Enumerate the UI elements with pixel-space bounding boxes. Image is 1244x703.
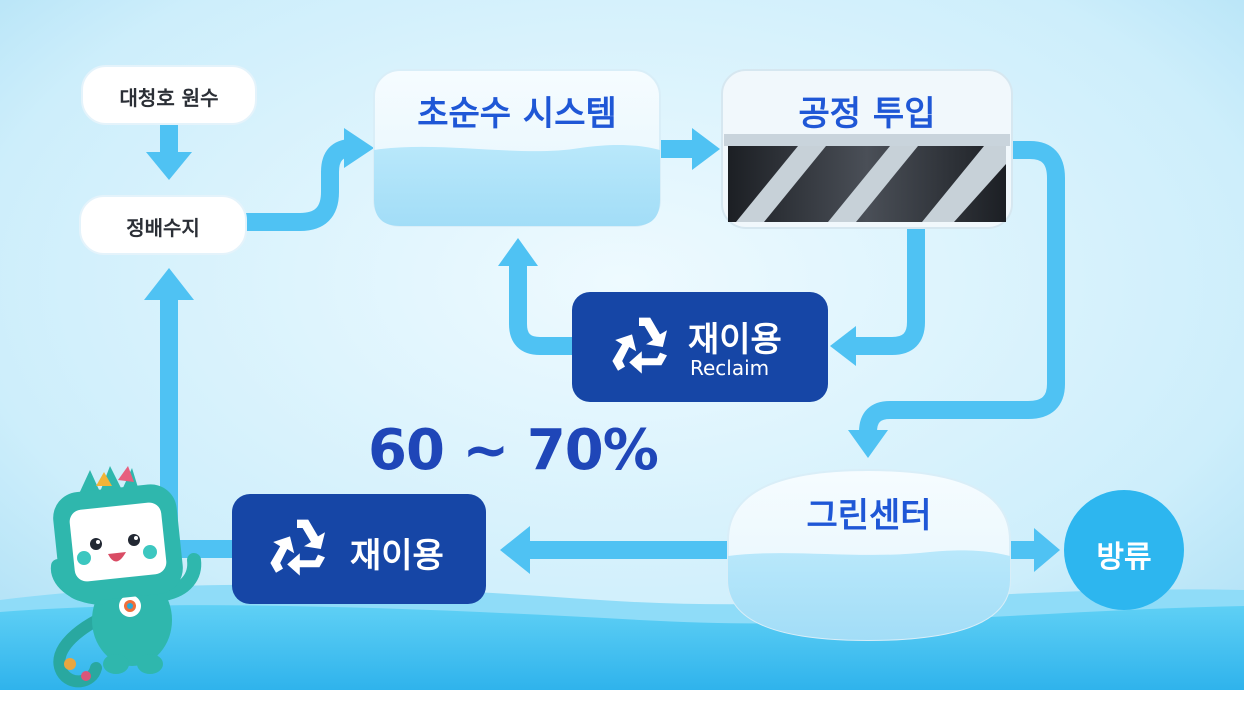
ultrapure-system-label: 초순수 시스템 [417,94,617,134]
arrow-reservoir-to-ultrapure [246,139,353,231]
arrow-reclaim-to-ultrapure [509,262,572,355]
greencenter-tank [727,468,1011,642]
greencenter-label: 그린센터 [806,496,932,536]
arrow-process-to-reclaim-head [830,326,856,366]
reuse-bottom-label: 재이용 [350,536,444,576]
reclaim-box [572,292,828,402]
arrow-ultrapure-to-process-shaft [660,140,698,158]
arrow-raw-to-reservoir-shaft [160,122,178,156]
arrow-process-to-reclaim [852,226,925,355]
discharge-circle [1064,490,1184,610]
reservoir-card [79,195,247,255]
raw-water-card [81,65,257,125]
arrow-process-to-greencenter [859,141,1065,433]
arrow-process-to-greencenter-head [848,430,888,458]
reuse-bottom-box [232,494,486,604]
raw-water-label: 대청호 원수 [119,86,219,110]
process-box [721,69,1013,229]
recycle-icon [604,312,674,382]
mascot [50,466,202,688]
arrow-greencenter-to-reuse-head [500,526,530,574]
reclaim-sub-label: Reclaim [690,356,770,380]
arrow-raw-to-reservoir-head [146,152,192,180]
bottom-white-strip [0,690,1244,703]
reservoir-label: 정배수지 [126,216,200,240]
arrow-ultrapure-to-process-head [692,128,720,170]
arrow-greencenter-to-reuse-shaft [524,541,730,559]
arrow-reservoir-to-ultrapure-head [344,128,374,168]
arrow-greencenter-to-discharge-head [1034,528,1060,572]
arrow-reuse-to-reservoir-head [144,268,194,300]
reclaim-label: 재이용 [688,320,782,360]
arrow-greencenter-to-discharge-shaft [1008,541,1038,559]
arrow-reclaim-to-ultrapure-head [498,238,538,266]
reuse-rate-value: 60 ~ 70% [368,418,659,483]
process-input-label: 공정 투입 [798,94,936,134]
ultrapure-tank [373,69,661,227]
discharge-label: 방류 [1096,540,1152,575]
recycle-icon [262,514,332,584]
